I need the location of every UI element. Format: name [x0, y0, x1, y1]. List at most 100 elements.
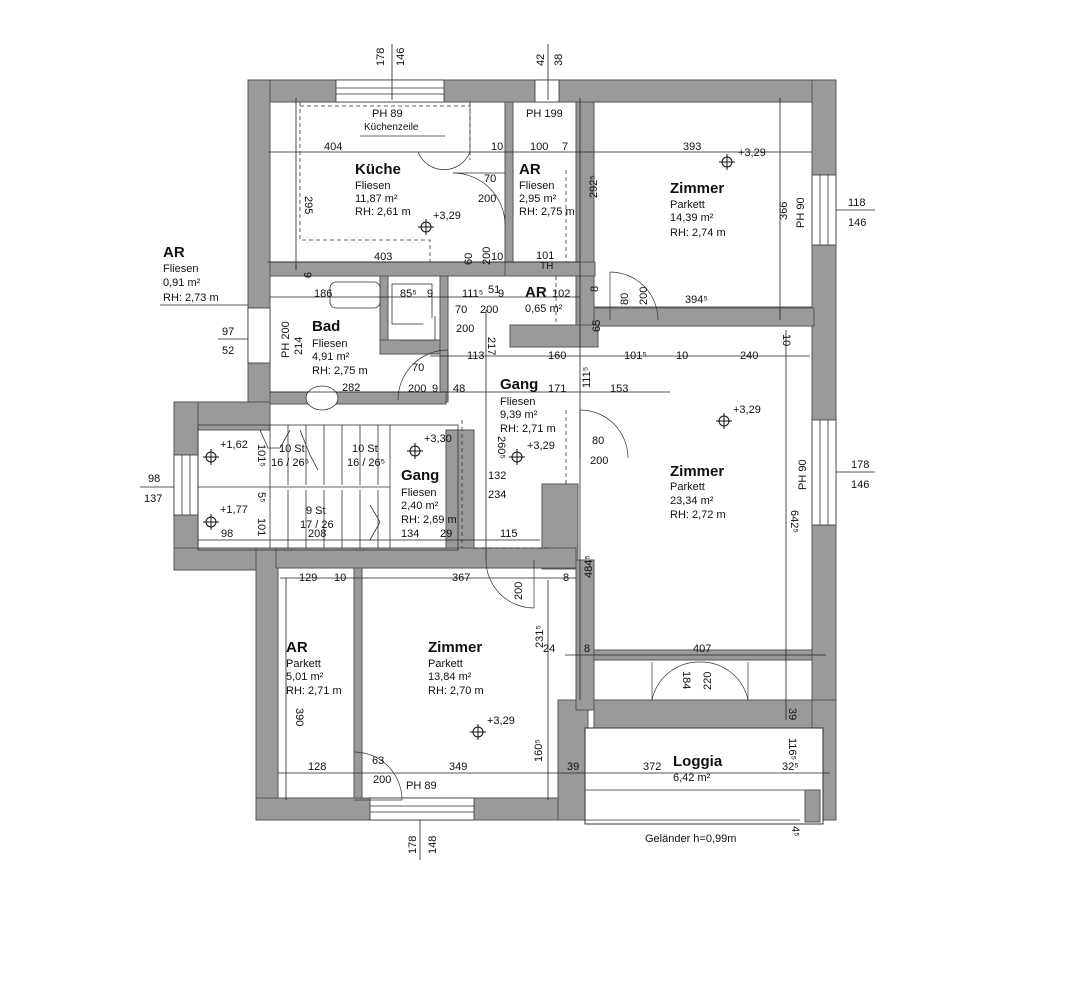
room-height: RH: 2,75 m — [312, 365, 368, 377]
room-name: Loggia — [673, 753, 723, 770]
room-area: 13,84 m² — [428, 671, 472, 683]
room-height: RH: 2,73 m — [163, 292, 219, 304]
room-area: 6,42 m² — [673, 772, 711, 784]
room-height: RH: 2,71 m — [500, 423, 556, 435]
room-zimmer-right: Zimmer Parkett 23,34 m² RH: 2,72 m — [670, 463, 726, 521]
dim-label: 160⁵ — [533, 739, 545, 762]
dim-label: 146 — [851, 479, 869, 491]
dim-label: 367 — [452, 572, 470, 584]
dim-label: 153 — [610, 383, 628, 395]
dim-label: 85⁵ — [400, 288, 417, 300]
room-area: 9,39 m² — [500, 409, 538, 421]
dim-label: 137 — [144, 493, 162, 505]
level-label: +3,29 — [527, 440, 555, 452]
room-height: RH: 2,74 m — [670, 227, 726, 239]
room-height: RH: 2,70 m — [428, 685, 484, 697]
room-area: 4,91 m² — [312, 351, 350, 363]
dim-label: 10 — [491, 251, 503, 263]
dim-label: 292⁵ — [588, 175, 600, 198]
room-kueche: Küche Fliesen 11,87 m² RH: 2,61 m — [355, 161, 411, 218]
dim-label: 403 — [374, 251, 392, 263]
room-floor: Parkett — [286, 658, 321, 670]
dimension-lines — [140, 44, 875, 860]
dim-label: 129 — [299, 572, 317, 584]
dim-label: 366 — [778, 202, 790, 220]
dim-label: 217 — [485, 337, 497, 355]
level-markers — [203, 154, 735, 740]
dim-label: 10 — [676, 350, 688, 362]
dim-label: 10 — [334, 572, 346, 584]
room-floor: Fliesen — [163, 263, 198, 275]
dim-label: 9 — [498, 288, 504, 300]
dim-label: 63 — [372, 755, 384, 767]
room-floor: Parkett — [670, 481, 705, 493]
room-floor: Fliesen — [401, 487, 436, 499]
dim-label: 116⁵ — [786, 738, 798, 760]
level-label: +3,29 — [733, 404, 761, 416]
dim-label: 171 — [548, 383, 566, 395]
dim-label: 134 — [401, 528, 419, 540]
dim-label: 80 — [592, 435, 604, 447]
dim-label: 9 — [432, 383, 438, 395]
dim-label: 10 — [491, 141, 503, 153]
room-area: 2,95 m² — [519, 193, 557, 205]
note-ph90-top: PH 90 — [795, 197, 807, 228]
stair-count: 10 St — [279, 443, 305, 455]
room-name: Zimmer — [670, 180, 724, 197]
dim-label: 160 — [548, 350, 566, 362]
dim-label: 51 — [488, 284, 500, 296]
dim-label: 39 — [567, 761, 579, 773]
note-kuechenzeile: Küchenzeile — [364, 122, 419, 133]
room-gang-stair: Gang Fliesen 2,40 m² RH: 2,69 m — [401, 467, 457, 526]
dim-label: 111⁵ — [581, 367, 593, 388]
room-gang-mid: Gang Fliesen 9,39 m² RH: 2,71 m — [500, 376, 556, 435]
dim-label: 4⁵ — [789, 826, 801, 837]
dim-label: 390 — [293, 708, 305, 726]
room-floor: Fliesen — [500, 396, 535, 408]
room-zimmer-bottom: Zimmer Parkett 13,84 m² RH: 2,70 m — [428, 639, 484, 697]
room-name: Zimmer — [670, 463, 724, 480]
stair-count: 9 St — [306, 505, 326, 517]
note-ph89-top: PH 89 — [372, 108, 403, 120]
level-label: +3,29 — [738, 147, 766, 159]
dashed-outlines — [461, 170, 567, 549]
room-name: Bad — [312, 318, 340, 335]
room-floor: Fliesen — [519, 180, 554, 192]
dim-label: 200 — [373, 774, 391, 786]
loggia-outline — [584, 727, 824, 825]
stair-count: 10 St — [352, 443, 378, 455]
dim-label: 100 — [530, 141, 548, 153]
room-ar-small: AR 0,65 m² — [525, 284, 563, 315]
dim-label: 42 — [535, 54, 547, 66]
room-floor: Fliesen — [355, 180, 390, 192]
dim-label: 184 — [680, 671, 692, 689]
kitchen-counter — [299, 102, 471, 262]
bath-fixtures — [305, 281, 436, 411]
room-bad: Bad Fliesen 4,91 m² RH: 2,75 m — [312, 318, 368, 377]
dim-label: 8 — [563, 572, 569, 584]
room-height: RH: 2,69 m — [401, 514, 457, 526]
dim-label: 98 — [221, 528, 233, 540]
dim-label: 70 — [484, 173, 496, 185]
dim-label: 240 — [740, 350, 758, 362]
room-name: AR — [519, 161, 541, 178]
room-ar-bottom: AR Parkett 5,01 m² RH: 2,71 m — [286, 639, 342, 697]
room-height: RH: 2,75 m — [519, 206, 575, 218]
dim-label: 200 — [478, 193, 496, 205]
dim-label: 70 — [455, 304, 467, 316]
dim-label: 295 — [302, 196, 314, 214]
dim-label: 32⁵ — [782, 761, 799, 773]
dim-label: 111⁵ — [462, 288, 483, 300]
room-area: 2,40 m² — [401, 500, 439, 512]
level-labels: +3,29 +3,29 +3,29 +3,29 +3,29 +3,30 +1,6… — [220, 147, 766, 727]
dim-label: 102 — [552, 288, 570, 300]
dim-label: 80 — [619, 293, 631, 305]
dim-label: 231⁵ — [534, 625, 546, 648]
dim-label: 200 — [481, 247, 493, 265]
note-gelaender: Geländer h=0,99m — [645, 833, 736, 845]
stair-ratio: 16 / 26⁵ — [347, 457, 385, 469]
dim-label: 200 — [513, 582, 525, 600]
dim-label: 60 — [463, 253, 475, 265]
dim-label: 200 — [480, 304, 498, 316]
